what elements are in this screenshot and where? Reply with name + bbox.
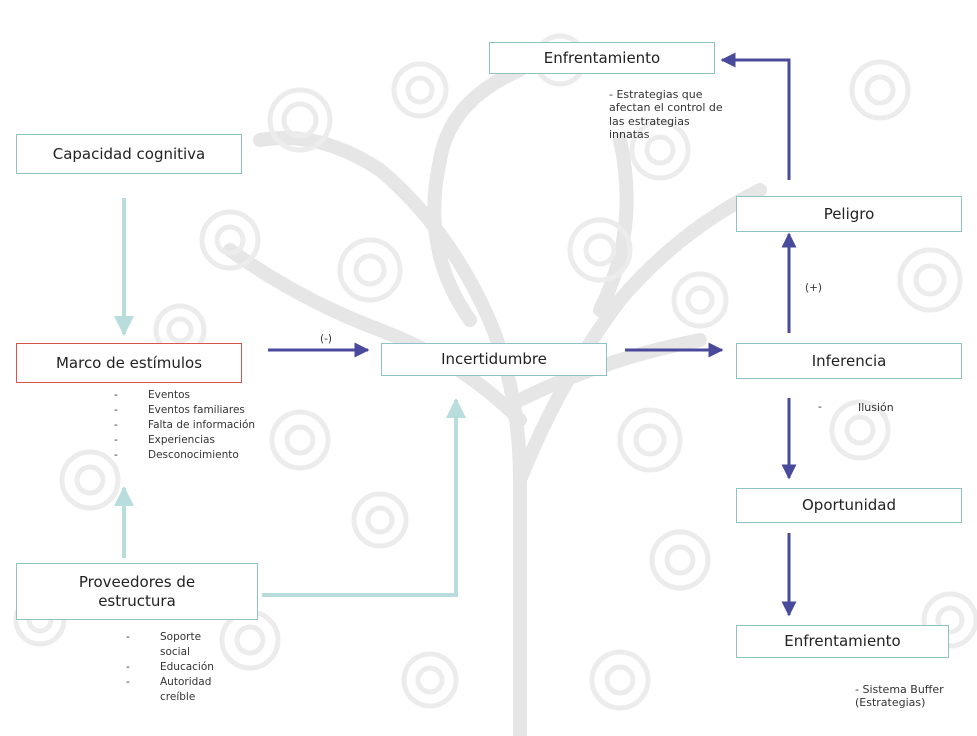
oportunidad-box[interactable]: Oportunidad (736, 488, 962, 523)
proveedores-estructura-box[interactable]: Proveedores de estructura (16, 563, 258, 620)
estrategias-note: - Estrategias que afectan el control de … (609, 88, 723, 142)
arrow-proveedores-to-incertidumbre (262, 398, 466, 597)
list-item: -Autoridad creíble (126, 676, 212, 703)
incertidumbre-box[interactable]: Incertidumbre (381, 343, 607, 376)
marco-estimulos-box[interactable]: Marco de estímulos (16, 343, 242, 383)
ilusion-dash: - (818, 401, 822, 413)
sistema-buffer-note: - Sistema Buffer (Estrategias) (855, 683, 944, 710)
list-item: -Educación (126, 661, 214, 673)
proveedores-items-list: -Soporte social -Educación -Autoridad cr… (126, 630, 246, 705)
list-item: -Experiencias (114, 434, 215, 446)
list-item: -Falta de información (114, 419, 256, 431)
marco-items-list: -Eventos -Eventos familiares -Falta de i… (114, 388, 255, 463)
negative-edge-label: (-) (320, 333, 332, 345)
ilusion-note: Ilusión (858, 401, 894, 414)
arrow-peligro-to-enfrentamiento (720, 52, 791, 180)
list-item: -Desconocimiento (114, 449, 239, 461)
peligro-box[interactable]: Peligro (736, 196, 962, 232)
enfrentamiento-bottom-box[interactable]: Enfrentamiento (736, 625, 949, 658)
list-item: -Soporte social (126, 631, 202, 658)
capacidad-cognitiva-box[interactable]: Capacidad cognitiva (16, 134, 242, 174)
list-item: -Eventos (114, 389, 190, 401)
positive-edge-label: (+) (805, 282, 822, 294)
enfrentamiento-top-box[interactable]: Enfrentamiento (489, 42, 715, 74)
list-item: -Eventos familiares (114, 404, 245, 416)
inferencia-box[interactable]: Inferencia (736, 343, 962, 379)
